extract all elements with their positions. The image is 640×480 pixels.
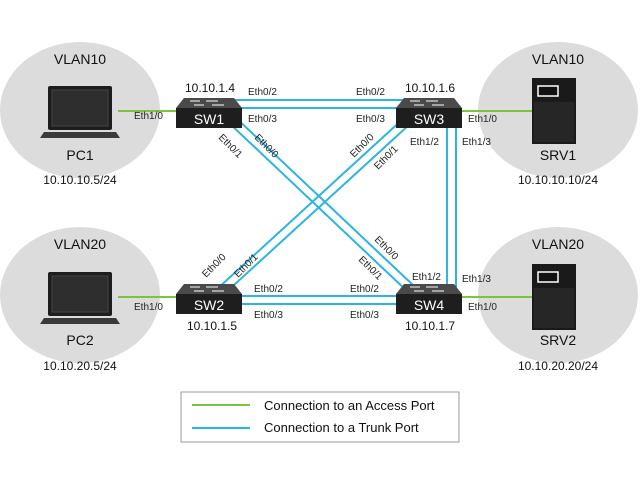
- ip-pc1: 10.10.10.5/24: [43, 173, 117, 187]
- legend-trunk-label: Connection to a Trunk Port: [264, 420, 419, 435]
- device-name-srv1: SRV1: [540, 147, 577, 163]
- trunk-sw3-sw2: [215, 117, 411, 297]
- ip-pc2: 10.10.20.5/24: [43, 359, 117, 373]
- trunk-sw2-sw4: [210, 295, 420, 305]
- switch-icon: [176, 98, 242, 128]
- port-label-sw1-e03: Eth0/3: [248, 114, 277, 125]
- switch-label: SW4: [414, 297, 445, 313]
- port-label-sw4-e01: Eth0/1: [356, 254, 385, 283]
- switch-label: SW1: [194, 111, 225, 127]
- switch-icon: [176, 284, 242, 314]
- ip-sw1: 10.10.1.4: [185, 81, 235, 95]
- port-label-sw3-e13: Eth1/3: [462, 137, 491, 148]
- port-label-srv2: Eth1/0: [468, 302, 497, 313]
- port-label-sw4-e03: Eth0/3: [350, 310, 379, 321]
- ip-srv2: 10.10.20.20/24: [518, 359, 598, 373]
- legend: Connection to an Access Port Connection …: [180, 391, 460, 443]
- port-label-srv1: Eth1/0: [468, 114, 497, 125]
- vlan-label-pc1: VLAN10: [54, 51, 106, 67]
- device-name-pc1: PC1: [66, 147, 93, 163]
- port-label-sw4-e12: Eth1/2: [412, 272, 441, 283]
- vlan-label-srv2: VLAN20: [532, 236, 584, 252]
- ip-sw4: 10.10.1.7: [405, 319, 455, 333]
- vlan-label-pc2: VLAN20: [54, 236, 106, 252]
- device-name-srv2: SRV2: [540, 332, 577, 348]
- laptop-icon: [40, 272, 120, 324]
- port-label-sw3-e01: Eth0/1: [372, 144, 401, 173]
- switch-icon: [396, 98, 462, 128]
- port-label-sw4-e02: Eth0/2: [350, 284, 379, 295]
- vlan-label-srv1: VLAN10: [532, 51, 584, 67]
- port-label-sw2-e03: Eth0/3: [254, 310, 283, 321]
- port-label-sw1-e02: Eth0/2: [248, 87, 277, 98]
- trunk-sw1-sw3: [210, 99, 420, 109]
- port-label-sw3-e03: Eth0/3: [356, 114, 385, 125]
- switch-icon: [396, 284, 462, 314]
- port-label-pc1: Eth1/0: [134, 111, 163, 122]
- device-name-pc2: PC2: [66, 332, 93, 348]
- port-label-sw2-e01: Eth0/1: [232, 252, 261, 281]
- port-label-sw2-e02: Eth0/2: [254, 284, 283, 295]
- server-icon: [532, 78, 576, 144]
- trunk-sw3-sw4: [446, 120, 457, 290]
- laptop-icon: [40, 86, 120, 138]
- switch-sw2[interactable]: SW2: [176, 284, 242, 314]
- port-label-sw4-e13: Eth1/3: [462, 274, 491, 285]
- legend-box: [180, 391, 460, 443]
- port-label-pc2: Eth1/0: [134, 302, 163, 313]
- server-icon: [532, 264, 576, 330]
- port-label-sw3-e02: Eth0/2: [356, 87, 385, 98]
- port-label-sw1-e00: Eth0/0: [252, 132, 281, 161]
- ip-sw3: 10.10.1.6: [405, 81, 455, 95]
- switch-sw4[interactable]: SW4: [396, 284, 462, 314]
- port-label-sw3-e12: Eth1/2: [410, 137, 439, 148]
- switch-sw3[interactable]: SW3: [396, 98, 462, 128]
- port-label-sw1-e01: Eth0/1: [216, 132, 245, 161]
- switch-label: SW2: [194, 297, 225, 313]
- ip-srv1: 10.10.10.10/24: [518, 173, 598, 187]
- switch-sw1[interactable]: SW1: [176, 98, 242, 128]
- ip-sw2: 10.10.1.5: [187, 319, 237, 333]
- port-label-sw2-e00: Eth0/0: [200, 252, 229, 281]
- legend-access-label: Connection to an Access Port: [264, 398, 435, 413]
- switch-label: SW3: [414, 111, 445, 127]
